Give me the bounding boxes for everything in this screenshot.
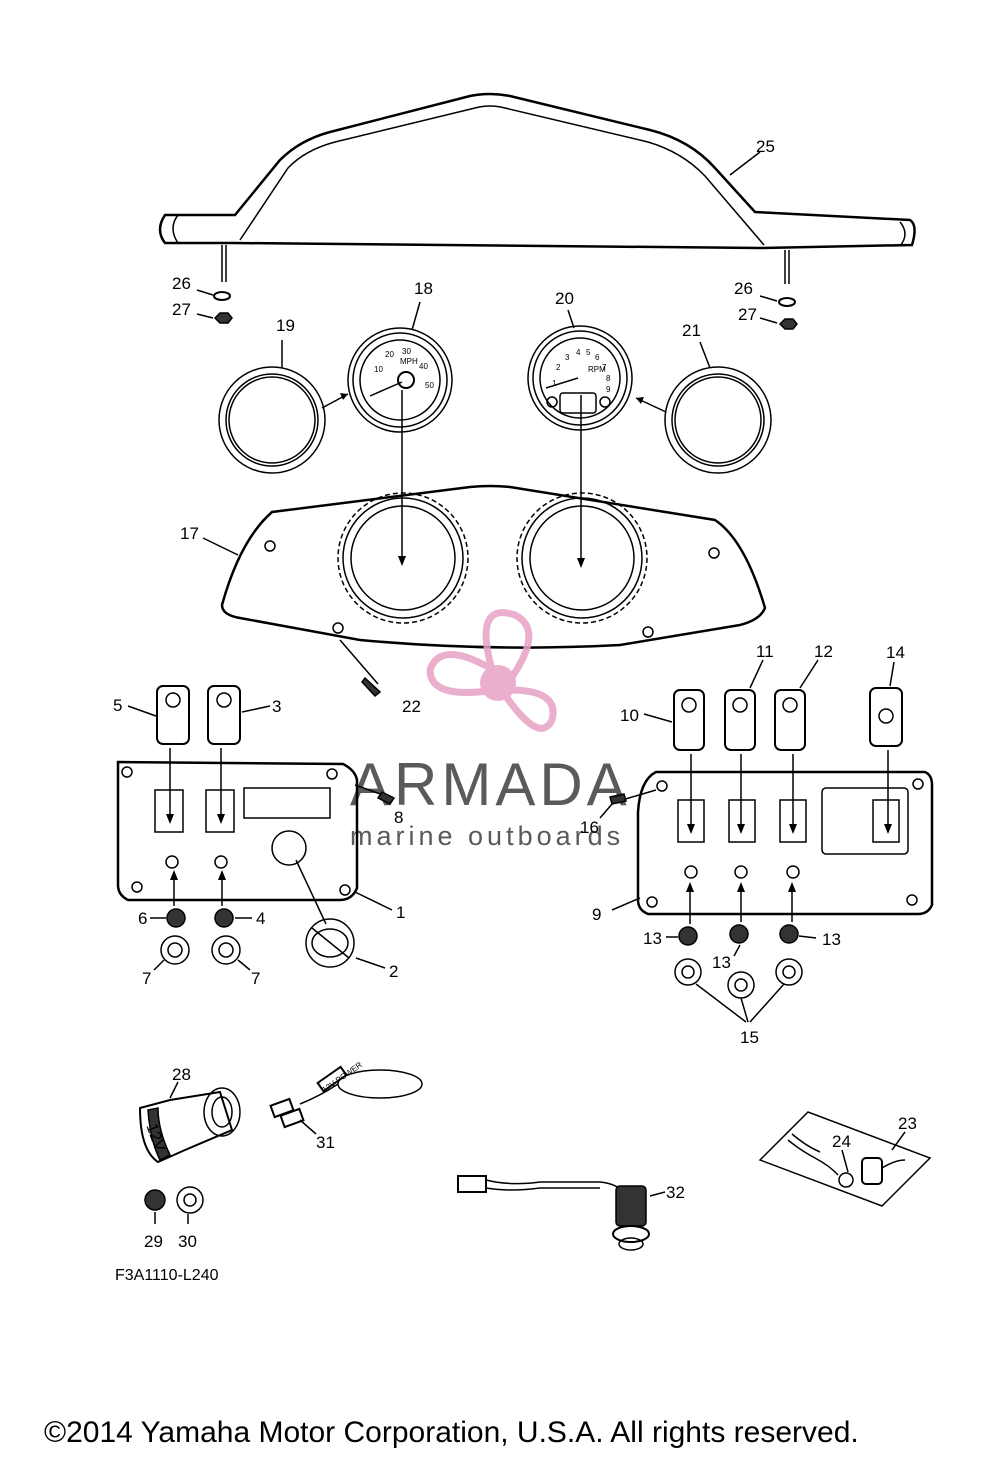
- speedo-tick-40: 40: [419, 362, 428, 371]
- figure-code: F3A1110-L240: [115, 1267, 219, 1284]
- callout-13-b: 13: [712, 953, 731, 972]
- grommet-15-a: [674, 958, 702, 986]
- callout-12: 12: [814, 642, 833, 661]
- callout-28: 28: [172, 1065, 191, 1084]
- callout-7-left: 7: [142, 969, 151, 988]
- speedo-unit: MPH: [400, 357, 418, 366]
- callout-5: 5: [113, 696, 122, 715]
- grommet-15-b: [727, 971, 755, 999]
- rocker-switch-14: [869, 687, 903, 747]
- indicator-13-b: [729, 924, 749, 944]
- watermark-brand: ARMADA: [350, 751, 631, 818]
- armada-logo: [426, 609, 557, 732]
- indicator-4: [214, 908, 234, 928]
- wire-harness-31: 12V POWER: [269, 1060, 423, 1129]
- switch-panel-left: [116, 760, 359, 902]
- callout-8: 8: [394, 808, 403, 827]
- usb-harness-32: [457, 1175, 650, 1251]
- ignition-kit-23: [758, 1111, 932, 1207]
- tacho-tick-3: 3: [565, 353, 570, 362]
- nut-29: [144, 1189, 166, 1211]
- callout-17: 17: [180, 524, 199, 543]
- callout-26-left: 26: [172, 274, 191, 293]
- callout-19: 19: [276, 316, 295, 335]
- callout-24: 24: [832, 1132, 851, 1151]
- copyright-notice: ©2014 Yamaha Motor Corporation, U.S.A. A…: [44, 1416, 859, 1449]
- callout-1: 1: [396, 903, 405, 922]
- callout-25: 25: [756, 137, 775, 156]
- callout-20: 20: [555, 289, 574, 308]
- bezel-ring-21: [664, 366, 772, 474]
- indicator-13-a: [678, 926, 698, 946]
- tacho-tick-4: 4: [576, 348, 581, 357]
- tacho-unit: RPM: [588, 365, 606, 374]
- washer-30: [176, 1186, 204, 1214]
- callout-30: 30: [178, 1232, 197, 1251]
- tacho-tick-5: 5: [586, 348, 591, 357]
- speedo-tick-10: 10: [374, 365, 383, 374]
- tacho-tick-8: 8: [606, 374, 611, 383]
- nut-27-left: [213, 312, 233, 324]
- tacho-tick-9: 9: [606, 385, 611, 394]
- callout-18: 18: [414, 279, 433, 298]
- callout-4: 4: [256, 909, 265, 928]
- indicator-6: [166, 908, 186, 928]
- tacho-tick-2: 2: [556, 363, 561, 372]
- grommet-7-right: [211, 935, 241, 965]
- callout-10: 10: [620, 706, 639, 725]
- callout-13-c: 13: [822, 930, 841, 949]
- callout-3: 3: [272, 697, 281, 716]
- callout-27-left: 27: [172, 300, 191, 319]
- speedo-tick-30: 30: [402, 347, 411, 356]
- washer-26-left: [213, 291, 231, 301]
- accessory-cap-2: [305, 918, 355, 968]
- nut-27-right: [778, 318, 798, 330]
- tacho-tick-6: 6: [595, 353, 600, 362]
- speedo-tick-20: 20: [385, 350, 394, 359]
- rocker-switch-10: [673, 689, 705, 751]
- grommet-7-left: [160, 935, 190, 965]
- watermark-tagline: marine outboards: [350, 821, 624, 851]
- callout-16: 16: [580, 818, 599, 837]
- callout-6: 6: [138, 909, 147, 928]
- dash-cover: [158, 92, 916, 284]
- rocker-switch-3: [207, 685, 241, 745]
- callout-31: 31: [316, 1133, 335, 1152]
- callout-11: 11: [756, 642, 774, 661]
- callout-29: 29: [144, 1232, 163, 1251]
- washer-26-right: [778, 297, 796, 307]
- bezel-ring-19: [218, 366, 326, 474]
- rocker-switch-5: [156, 685, 190, 745]
- callout-9: 9: [592, 905, 601, 924]
- callout-21: 21: [682, 321, 701, 340]
- callout-26-right: 26: [734, 279, 753, 298]
- grommet-15-c: [775, 958, 803, 986]
- callout-13-a: 13: [643, 929, 662, 948]
- speedo-tick-50: 50: [425, 381, 434, 390]
- callout-32: 32: [666, 1183, 685, 1202]
- speedometer: 10 20 30 40 50 MPH: [347, 327, 453, 433]
- tacho-tick-7: 7: [602, 363, 607, 372]
- callout-14: 14: [886, 643, 905, 662]
- callout-15: 15: [740, 1028, 759, 1047]
- tachometer: 1 2 3 4 5 6 7 8 9 RPM: [527, 325, 633, 431]
- power-socket-28: 12V: [138, 1087, 241, 1164]
- tacho-tick-1: 1: [552, 379, 557, 388]
- callout-7-right: 7: [251, 969, 260, 988]
- indicator-13-c: [779, 924, 799, 944]
- callout-27-right: 27: [738, 305, 757, 324]
- callout-23: 23: [898, 1114, 917, 1133]
- rocker-switch-12: [774, 689, 806, 751]
- callout-2: 2: [389, 962, 398, 981]
- rocker-switch-11: [724, 689, 756, 751]
- callout-22: 22: [402, 697, 421, 716]
- gauge-panel: [220, 484, 767, 649]
